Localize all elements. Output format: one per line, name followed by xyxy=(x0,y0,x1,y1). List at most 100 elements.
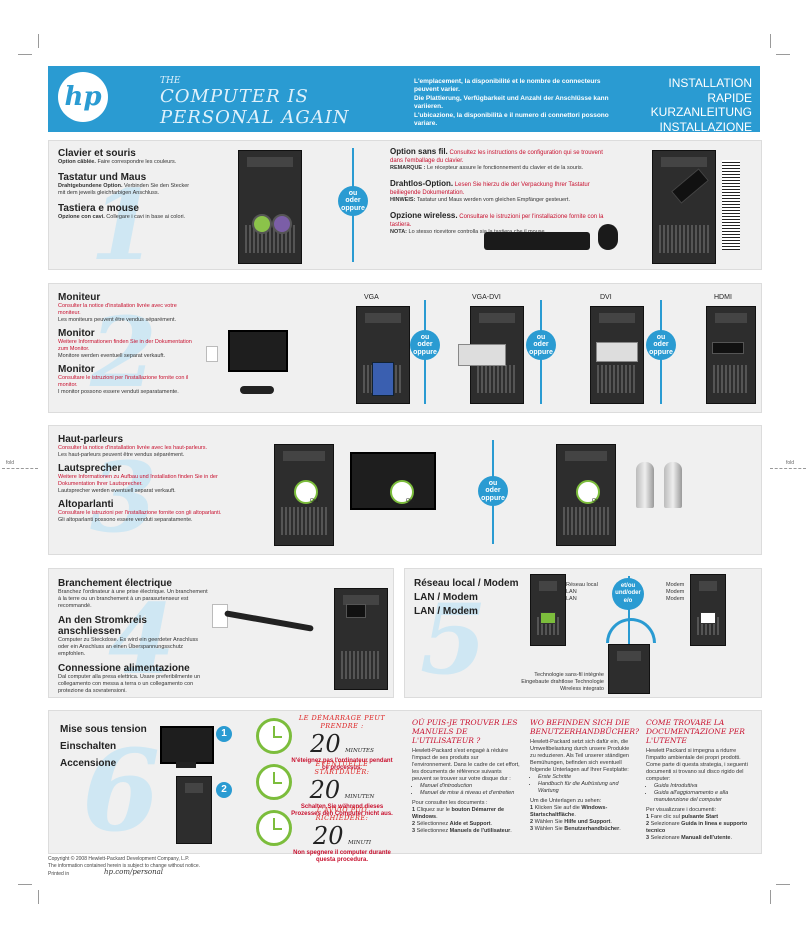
monitor-image xyxy=(228,330,288,372)
port-label-vga-dvi: VGA-DVI xyxy=(472,294,501,301)
section3-text-de: Lautsprecher werden eventuell separat ve… xyxy=(58,488,176,494)
lan-label-it: LAN xyxy=(566,596,577,602)
footer-copyright: Copyright © 2008 Hewlett-Packard Develop… xyxy=(48,856,190,862)
audio-out-port xyxy=(294,480,318,504)
fold-line-right xyxy=(770,468,806,469)
docs-intro-de: Hewlett-Packard setzt sich dafür ein, di… xyxy=(530,739,630,773)
wireless-note-it: Lo stesso ricevitore controlla sia la ta… xyxy=(408,229,547,235)
docs-step-text: Sélectionnez xyxy=(416,821,450,827)
docs-step-number: 2 xyxy=(530,819,534,825)
section3-title-it: Altoparlanti xyxy=(58,499,114,510)
docs-step-post: . xyxy=(436,814,438,820)
wireless-strong-it: Opzione wireless. xyxy=(390,211,458,220)
docs-step-strong: pulsante Start xyxy=(681,814,719,820)
timer-unit-de: MINUTEN xyxy=(344,794,375,800)
docs-step-number: 2 xyxy=(412,821,416,827)
and-or-text-de: und/oder xyxy=(615,590,641,597)
section6-title-it: Accensione xyxy=(60,758,117,769)
timer-fr: LE DÉMARRAGE PEUT PRENDRE : 20 MINUTES N… xyxy=(290,714,394,772)
docs-step-strong: Hilfe und Support xyxy=(564,819,611,825)
section5-title-it: LAN / Modem xyxy=(414,606,478,617)
or-badge: ou oder oppure xyxy=(646,330,676,360)
docs-step-post: . xyxy=(574,812,576,818)
docs-step-number: 3 xyxy=(646,835,650,841)
section5-title-de: LAN / Modem xyxy=(414,592,478,603)
hdmi-connector xyxy=(712,342,744,354)
docs-fr: OÙ PUIS-JE TROUVER LES MANUELS DE L'UTIL… xyxy=(412,718,520,835)
or-text-it: oppure xyxy=(481,494,505,502)
or-text-de: oder xyxy=(653,341,669,349)
title-de: KURZANLEITUNG xyxy=(650,105,752,119)
docs-step-post: . xyxy=(490,821,493,827)
timer-head-de: EVENTUELLE STARTDAUER: xyxy=(314,760,370,776)
section1-text-de: Verbinden Sie den Stecker mit dem jeweil… xyxy=(58,183,190,196)
section4-text-de: Computer zu Steckdose. Es wird ein geerd… xyxy=(58,637,199,657)
power-on-monitor xyxy=(160,726,214,764)
crop-mark xyxy=(770,890,771,904)
docs-step-post: . xyxy=(510,828,512,834)
docs-step-number: 2 xyxy=(646,821,650,827)
docs-step-text: Klicken Sie auf die xyxy=(534,805,582,811)
banner-note-de: Die Plattierung, Verfügbarkeit und Anzah… xyxy=(414,94,609,111)
or-text-it: oppure xyxy=(413,348,437,356)
timer-note-fr: N'éteignez pas l'ordinateur pendant ce p… xyxy=(291,758,393,771)
section1-strong-it: Opzione con cavi. xyxy=(58,214,105,220)
wireless-label-fr: Technologie sans-fil intégrée xyxy=(534,672,604,678)
docs-access-fr: Pour consulter les documents : xyxy=(412,800,488,806)
timer-de: EVENTUELLE STARTDAUER: 20 MINUTEN Schalt… xyxy=(290,760,394,818)
section1-title-de: Tastatur und Maus xyxy=(58,172,147,183)
docs-step-text: Wählen Sie xyxy=(534,819,565,825)
lan-label-fr: Réseau local xyxy=(566,582,598,588)
slogan: COMPUTER IS PERSONAL AGAIN xyxy=(160,86,350,128)
section4-text-it: Dal computer alla presa elettrica. Usare… xyxy=(58,674,201,694)
docs-step-post: . xyxy=(610,819,612,825)
or-badge: ou oder oppure xyxy=(338,186,368,216)
docs-step-strong: Manuels de l'utilisateur xyxy=(449,828,511,834)
or-text-it: oppure xyxy=(529,348,553,356)
modem-port xyxy=(700,612,716,624)
fold-line-left xyxy=(2,468,38,469)
docs-step-strong: bouton Démarrer de Windows xyxy=(412,807,505,820)
pc-tower-wireless xyxy=(608,644,650,694)
step-number-3: 3 xyxy=(90,441,157,554)
docs-title-fr: OÙ PUIS-JE TROUVER LES MANUELS DE L'UTIL… xyxy=(412,718,518,745)
footer-url[interactable]: hp.com/personal xyxy=(104,868,164,876)
footer-printed: Printed in xyxy=(48,871,70,877)
step-number-6: 6 xyxy=(82,726,160,857)
docs-step-post: . xyxy=(619,826,621,832)
speaker-out-label: Out xyxy=(592,498,601,504)
docs-intro-it: Hewlett Packard si impegna a ridurre l'i… xyxy=(646,748,748,782)
section4-title-it: Connessione alimentazione xyxy=(58,663,190,674)
power-socket xyxy=(346,604,366,618)
step-number-5: 5 xyxy=(420,583,487,696)
docs-bullet-it: Guida all'aggiornamento e alla manutenzi… xyxy=(654,790,754,804)
step-number-1: 1 xyxy=(90,169,157,282)
or-badge: ou oder oppure xyxy=(410,330,440,360)
or-text-fr: ou xyxy=(348,189,358,197)
wireless-strong-fr: Option sans fil. xyxy=(390,147,448,156)
and-or-badge: et/ou und/oder e/o xyxy=(612,578,644,610)
power-on-monitor-stand xyxy=(176,762,196,768)
pc-tower-modem xyxy=(690,574,726,646)
or-text-fr: ou xyxy=(488,479,498,487)
docs-bullet-it: Guida Introduttiva xyxy=(654,783,754,790)
section3-title-fr: Haut-parleurs xyxy=(58,434,124,445)
wireless-keyboard-image xyxy=(484,232,590,250)
lan-port xyxy=(540,612,556,624)
vga-connector xyxy=(372,362,394,396)
wireless-red-it: Consultare le istruzioni per l'installaz… xyxy=(390,214,604,228)
timer-num-fr: 20 xyxy=(310,730,341,758)
crop-mark xyxy=(770,34,771,48)
section2-text-fr: Les moniteurs peuvent être vendus séparé… xyxy=(58,317,177,323)
section1-title-it: Tastiera e mouse xyxy=(58,203,139,214)
port-label-dvi: DVI xyxy=(600,294,612,301)
section6-titles: Mise sous tension Einschalten Accensione xyxy=(60,724,147,769)
footer-notice: The information contained herein is subj… xyxy=(48,862,201,869)
step-badge-1: 1 xyxy=(216,726,232,742)
wireless-note-label-de: HINWEIS: xyxy=(390,197,416,203)
crop-mark xyxy=(38,34,39,48)
wireless-label-de: Eingebaute drahtlose Technologie xyxy=(521,679,604,685)
docs-de: WO BEFINDEN SICH DIE BENUTZERHANDBÜCHER?… xyxy=(530,718,639,833)
docs-title-de: WO BEFINDEN SICH DIE BENUTZERHANDBÜCHER? xyxy=(530,718,639,736)
docs-it: COME TROVARE LA DOCUMENTAZIONE PER L'UTE… xyxy=(646,718,754,842)
